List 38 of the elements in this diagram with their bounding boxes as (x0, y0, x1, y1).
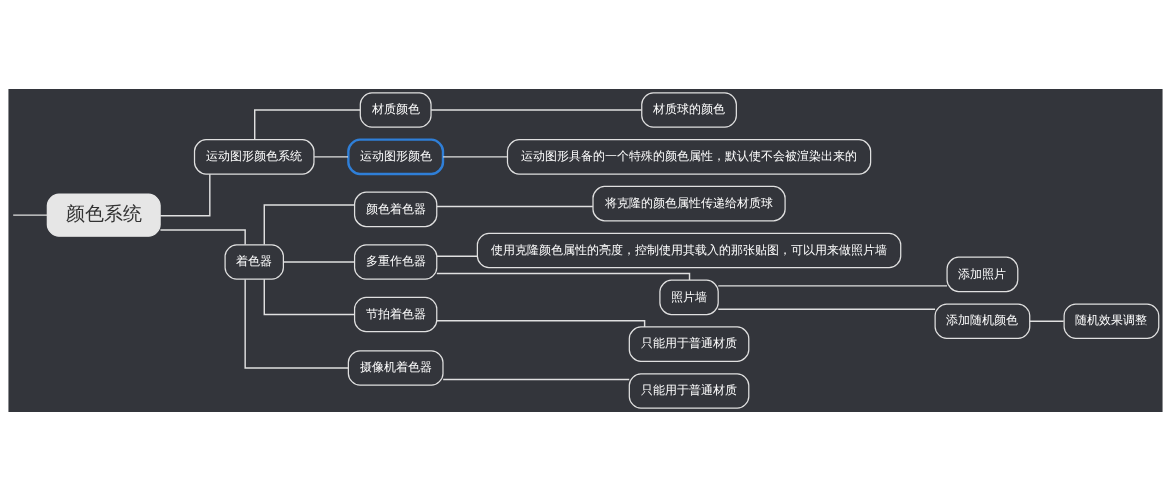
connector (282, 261, 356, 263)
node-box: 着色器 (224, 244, 284, 280)
node-box: 添加随机颜色 (934, 303, 1031, 340)
connector (313, 156, 349, 158)
node-box: 将克隆的颜色属性传递给材质球 (592, 185, 786, 222)
connector (717, 285, 948, 287)
connector (263, 204, 356, 246)
connector (717, 308, 936, 310)
connector (1029, 320, 1065, 322)
connector (436, 272, 691, 281)
node-box: 照片墙 (659, 279, 719, 316)
node-box: 颜色系统 (46, 193, 161, 237)
connector (430, 109, 643, 111)
node-box: 添加照片 (946, 256, 1019, 293)
node-box: 材质球的颜色 (641, 92, 737, 128)
connector (442, 378, 630, 381)
connector (244, 278, 349, 369)
connector (12, 214, 48, 216)
node-box: 运动图形具备的一个特殊的颜色属性，默认使不会被渲染出来的 (506, 139, 872, 175)
node-box: 颜色着色器 (353, 191, 438, 228)
connector (436, 205, 594, 208)
connector (263, 278, 356, 316)
connector (436, 255, 478, 257)
connector (436, 320, 646, 328)
node-box: 使用克隆颜色属性的亮度，控制使用其载入的那张贴图，可以用来做照片墙 (476, 232, 902, 269)
node-box: 多重作色器 (353, 244, 438, 280)
node-box: 节拍着色器 (353, 296, 438, 333)
node-box: 只能用于普通材质 (628, 326, 750, 362)
connector (254, 109, 361, 141)
connector (442, 156, 508, 158)
connector (159, 173, 211, 217)
connector (159, 229, 246, 246)
node-box: 只能用于普通材质 (628, 373, 750, 409)
node-box: 材质颜色 (359, 92, 432, 128)
node-box: 随机效果调整 (1063, 303, 1160, 340)
node-box: 运动图形颜色系统 (193, 139, 315, 175)
node-box: 摄像机着色器 (347, 350, 444, 386)
node-box: 运动图形颜色 (347, 138, 445, 176)
